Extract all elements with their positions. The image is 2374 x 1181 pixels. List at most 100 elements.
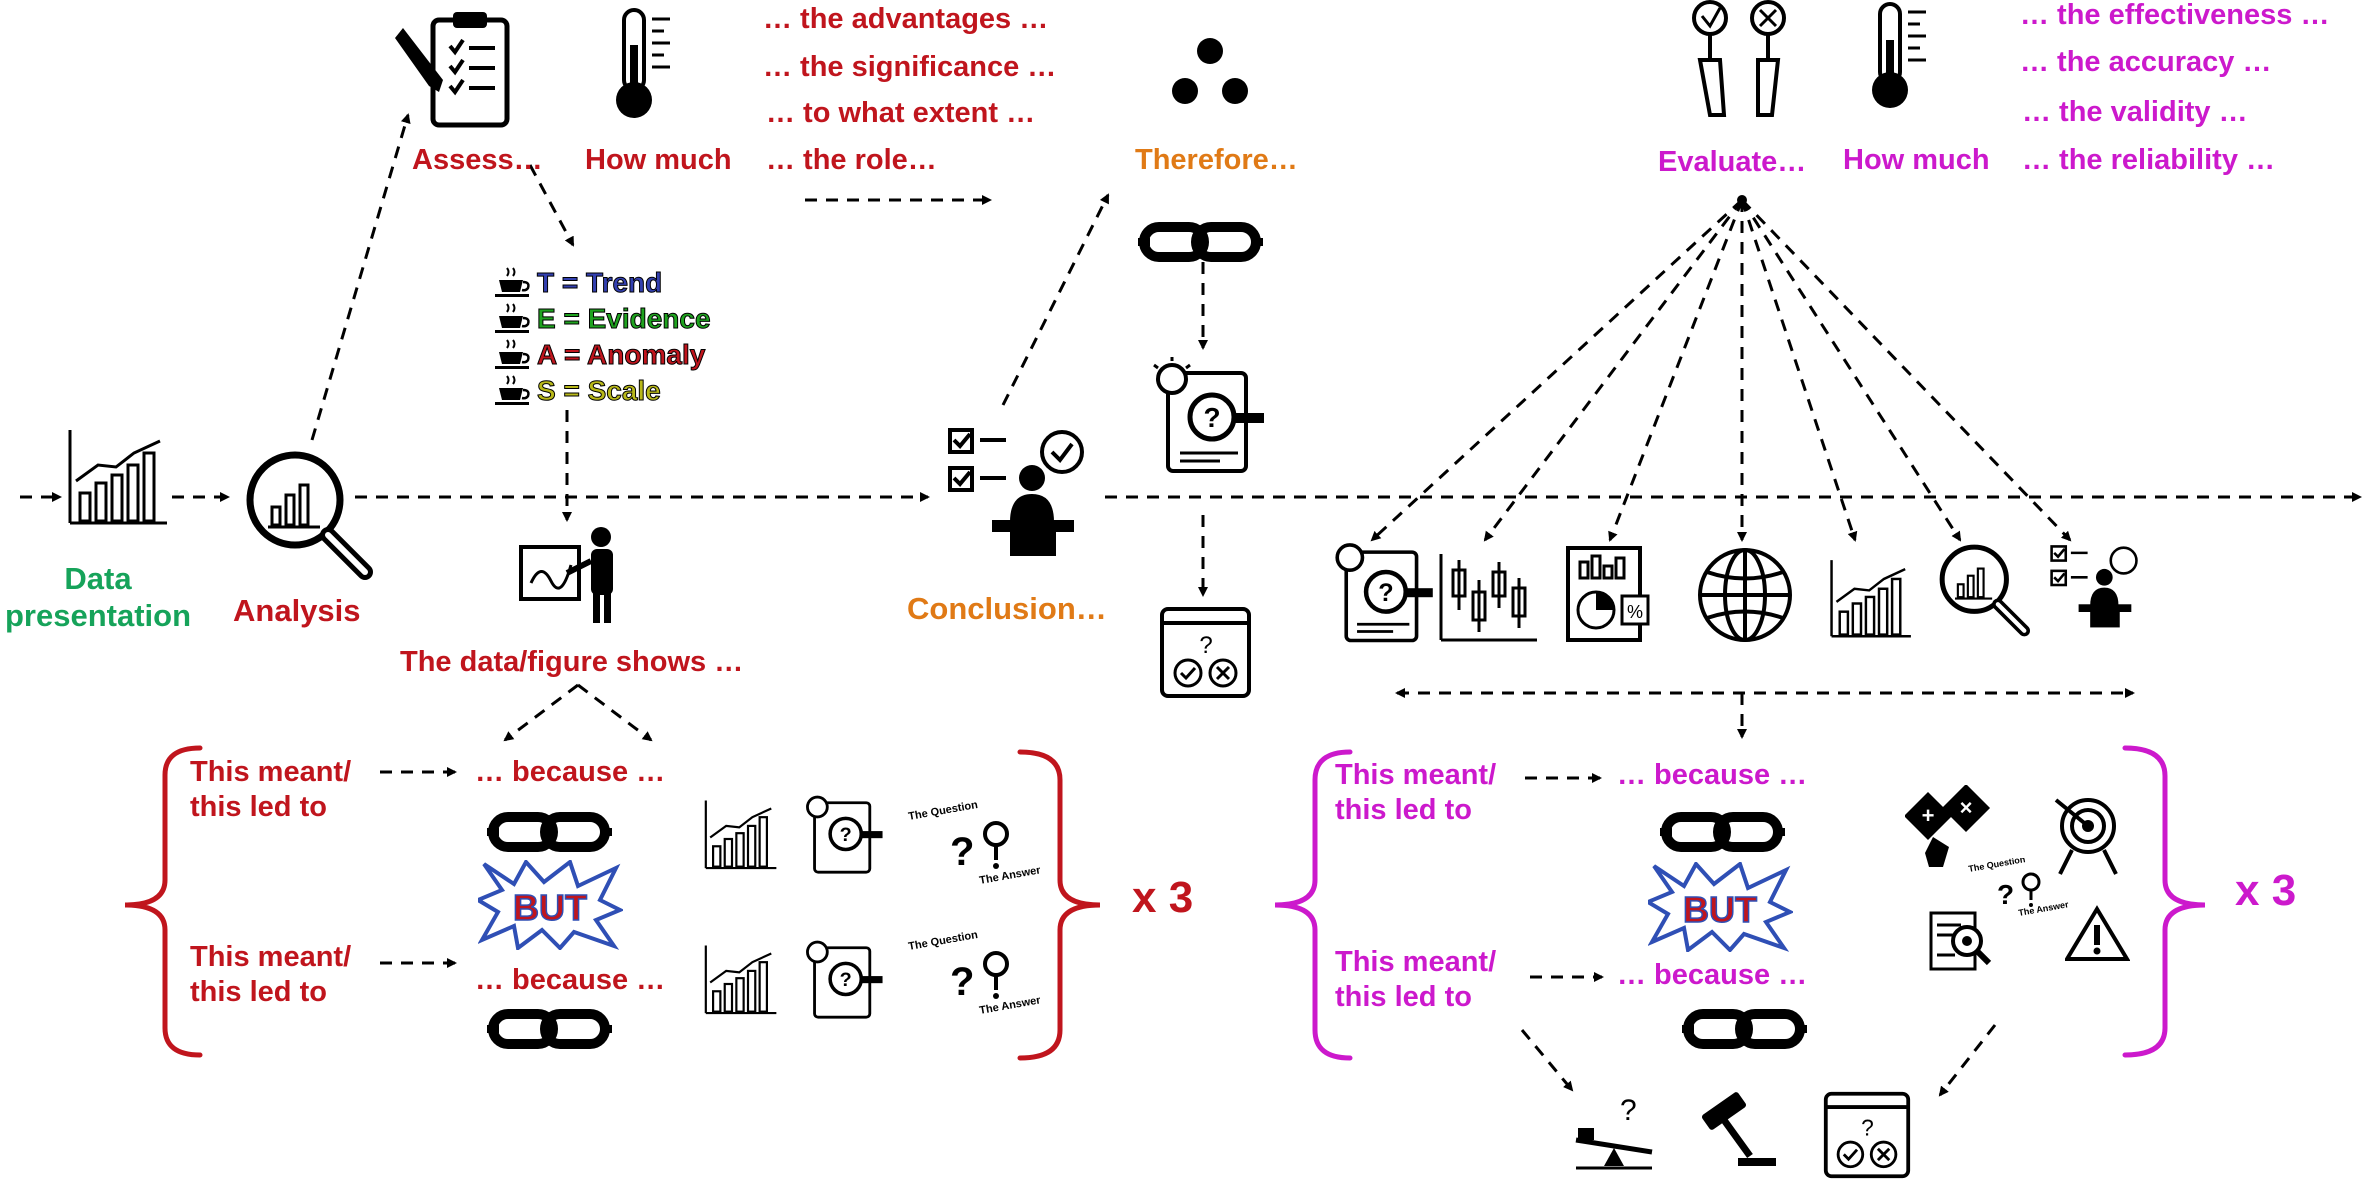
left-meant-2: This meant/ this led to [190, 941, 352, 1008]
teas-row: E = Evidence [493, 301, 711, 337]
svg-text:?: ? [1861, 1114, 1874, 1140]
teas-row: A = Anomaly [493, 337, 711, 373]
evaluate-phrase-3: … the reliability … [2022, 144, 2275, 176]
svg-text:The Answer: The Answer [978, 994, 1042, 1017]
teas-row: S = Scale [493, 373, 711, 409]
question-answer-icon: The Question ? The Answer [907, 800, 1042, 887]
magnifier-report-icon [1929, 911, 1992, 971]
assess-phrase-1: … the significance … [763, 51, 1057, 83]
svg-text:?: ? [950, 960, 974, 1004]
evaluate-phrase-0: … the effectiveness … [2020, 0, 2330, 31]
presenter-checklist-icon [2050, 545, 2138, 628]
right-because-2: … because … [1617, 959, 1808, 991]
report-pie-icon: % [1566, 546, 1650, 642]
target-icon [2054, 798, 2118, 875]
right-because-1: … because … [1617, 759, 1808, 791]
teas-row: T = Trend [493, 265, 711, 301]
lightbulb-document-icon: ? [1335, 543, 1433, 643]
quiz-window-icon: ? [1823, 1091, 1911, 1179]
right-meant-2: This meant/ this led to [1335, 946, 1497, 1013]
evaluate-phrase-2: … the validity … [2022, 96, 2248, 128]
teas-item-label: S = Scale [537, 375, 662, 407]
therefore-label: Therefore… [1135, 144, 1298, 176]
svg-text:?: ? [840, 969, 852, 991]
left-times-three: x 3 [1132, 873, 1194, 922]
assess-label: Assess… [412, 144, 543, 176]
tea-cup-icon [495, 267, 530, 297]
svg-text:The Question: The Question [907, 800, 979, 823]
balance-scale-icon: ? [1575, 1094, 1653, 1170]
left-because-1: … because … [475, 756, 666, 788]
clipboard-pencil-icon [395, 12, 510, 128]
right-times-three: x 3 [2235, 866, 2297, 915]
chain-link-icon [1682, 1009, 1807, 1049]
left-because-2: … because … [475, 964, 666, 996]
svg-text:%: % [1627, 602, 1643, 622]
data-presentation-label: Data presentation [5, 561, 192, 634]
but-label: BUT [1683, 889, 1757, 930]
magnifier-chart-icon [246, 451, 373, 580]
assess-phrase-3: … the role… [766, 144, 937, 176]
svg-text:×: × [1960, 795, 1973, 820]
magnifier-chart-icon [1939, 544, 2030, 637]
bar-chart-icon [1830, 560, 1911, 638]
lightbulb-document-icon: ? [806, 795, 883, 874]
conclusion-label: Conclusion… [907, 591, 1107, 626]
lightbulb-document-icon: ? [1153, 357, 1264, 473]
assess-phrase-0: … the advantages … [763, 3, 1049, 35]
svg-text:?: ? [1378, 579, 1393, 607]
chain-link-icon [1660, 812, 1785, 852]
teas-item-label: T = Trend [536, 267, 663, 299]
svg-text:+: + [1922, 803, 1935, 828]
teas-list: T = Trend E = Evidence A = Anomaly S = Scal… [493, 265, 711, 409]
but-burst: BUT [1648, 862, 1793, 952]
candlestick-chart-icon [1439, 554, 1537, 642]
bar-chart-icon [68, 430, 167, 525]
bar-chart-icon [704, 800, 777, 870]
teas-item-label: A = Anomaly [536, 339, 706, 371]
tea-cup-icon [495, 339, 530, 369]
calculator-hand-icon: + × [1905, 785, 1991, 867]
svg-text:The Question: The Question [907, 930, 979, 953]
but-label: BUT [513, 887, 587, 928]
svg-text:The Answer: The Answer [2018, 899, 2070, 918]
thermometer-icon [616, 8, 670, 118]
data-shows-label: The data/figure shows … [400, 646, 744, 678]
thermometer-icon [1872, 2, 1926, 108]
svg-text:The Question: The Question [1968, 858, 2026, 874]
svg-text:The Answer: The Answer [978, 864, 1042, 887]
tea-cup-icon [495, 375, 530, 405]
three-dots-icon [1172, 38, 1248, 104]
how-much-left-label: How much [585, 144, 732, 176]
evaluate-phrase-1: … the accuracy … [2020, 46, 2272, 78]
quiz-window-icon: ? [1160, 607, 1251, 698]
but-burst: BUT [478, 860, 623, 950]
chain-link-icon [487, 812, 612, 852]
tea-cup-icon [495, 303, 530, 333]
svg-text:?: ? [1620, 1094, 1637, 1127]
writing-person-icon [519, 527, 613, 623]
svg-text:?: ? [950, 830, 974, 874]
assess-phrase-2: … to what extent … [766, 97, 1036, 129]
teas-item-label: E = Evidence [537, 303, 712, 335]
right-meant-1: This meant/ this led to [1335, 759, 1497, 826]
yes-no-signs-icon [1692, 0, 1786, 117]
chain-link-icon [487, 1009, 612, 1049]
chain-link-icon [1138, 222, 1263, 262]
svg-text:?: ? [1199, 632, 1212, 659]
gavel-icon [1701, 1092, 1776, 1166]
svg-text:?: ? [840, 824, 852, 846]
question-answer-icon: The Question ? The Answer [1968, 858, 2070, 918]
svg-text:?: ? [1203, 402, 1220, 433]
question-answer-icon: The Question ? The Answer [907, 930, 1042, 1017]
lightbulb-document-icon: ? [806, 940, 883, 1019]
left-meant-1: This meant/ this led to [190, 756, 352, 823]
svg-text:?: ? [1997, 879, 2014, 910]
bar-chart-icon [704, 945, 777, 1015]
presenter-checklist-icon [948, 428, 1084, 556]
warning-icon [2065, 905, 2130, 961]
analysis-label: Analysis [233, 593, 361, 628]
how-much-right-label: How much [1843, 144, 1990, 176]
